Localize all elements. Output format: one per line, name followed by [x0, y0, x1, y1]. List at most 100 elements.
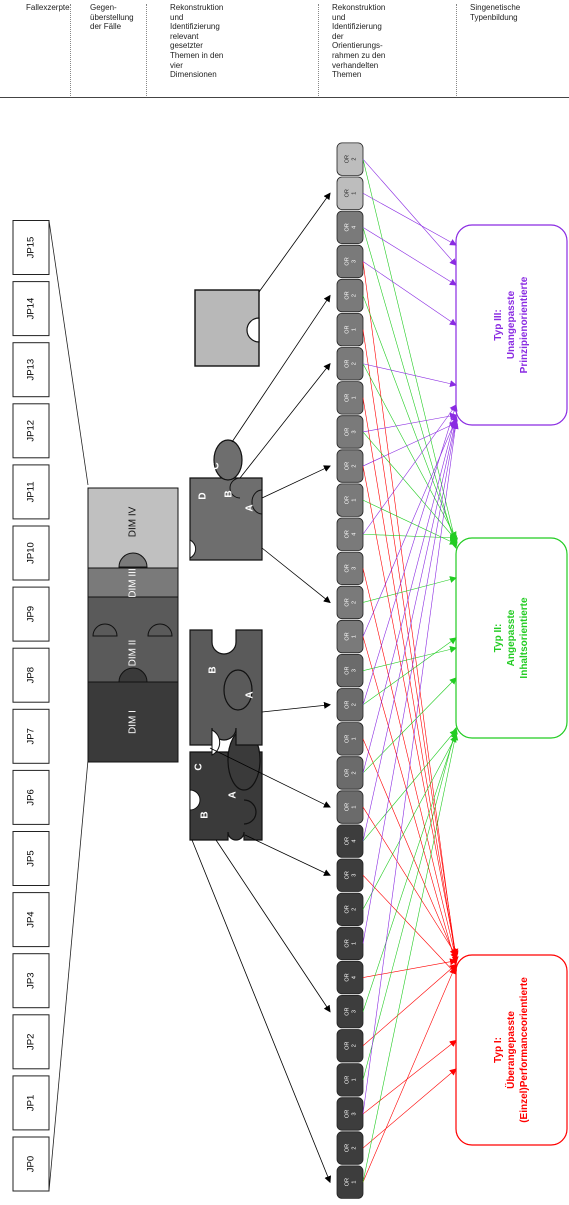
or-number: 2	[351, 158, 357, 161]
connector-arrow	[362, 646, 457, 671]
header-typenbildung: Singenetische Typenbildung	[470, 3, 521, 22]
connector-arrow	[362, 576, 457, 603]
puzzle-letter: A	[245, 504, 256, 511]
puzzle-letter: B	[200, 811, 211, 818]
puzzle-letter: B	[208, 666, 219, 673]
case-label: JP5	[26, 850, 37, 866]
or-number: 2	[351, 1044, 357, 1047]
connector-arrow	[362, 431, 457, 541]
dimension-label: DIM III	[128, 568, 139, 597]
or-number: 1	[351, 1078, 357, 1081]
or-number: 1	[351, 806, 357, 809]
or-prefix: OR	[344, 530, 350, 538]
or-number: 3	[351, 669, 357, 672]
type-1-box: Typ I:Überangepasste(Einzel)Performanceo…	[455, 954, 568, 1146]
connector-arrow	[261, 465, 331, 499]
or-number: 1	[351, 499, 357, 502]
puzzle-letter: A	[245, 691, 256, 698]
connector-arrow	[362, 963, 457, 1046]
case-box-jp5: JP5	[12, 831, 50, 886]
type-label-line: Typ I:	[493, 1037, 504, 1063]
case-box-jp4: JP4	[12, 892, 50, 948]
or-number: 2	[351, 601, 357, 604]
connector-arrow	[191, 839, 332, 1184]
or-number: 1	[351, 942, 357, 945]
or-number: 3	[351, 1010, 357, 1013]
case-label: JP12	[26, 420, 37, 442]
case-label: JP4	[26, 911, 37, 927]
connector-arrow	[362, 414, 458, 774]
or-number: 2	[351, 465, 357, 468]
or-number: 1	[351, 635, 357, 638]
connector-arrow	[362, 363, 457, 388]
or-number: 2	[351, 1147, 357, 1150]
connector-arrow	[362, 192, 457, 246]
connector-arrow	[209, 747, 331, 808]
case-label: JP1	[26, 1095, 37, 1111]
case-box-jp10: JP10	[12, 525, 50, 581]
connector-arrow	[362, 261, 457, 326]
or-prefix: OR	[344, 564, 350, 572]
case-label: JP13	[26, 359, 37, 381]
case-box-jp1: JP1	[12, 1075, 50, 1131]
or-prefix: OR	[344, 837, 350, 845]
header-fallexzerpte: Fallexzerpte	[26, 3, 70, 12]
connector-arrow	[362, 729, 457, 842]
connector-arrow	[261, 701, 331, 713]
case-label: JP11	[26, 481, 37, 502]
or-prefix: OR	[344, 1144, 350, 1152]
connector-arrow	[362, 499, 457, 545]
or-prefix: OR	[344, 394, 350, 402]
type-label-line: (Einzel)Performanceorientierte	[519, 977, 530, 1123]
header-themen: Rekonstruktion und Identifizierung relev…	[170, 3, 224, 80]
puzzle-letter: C	[211, 462, 222, 469]
connector-arrow	[362, 637, 457, 705]
case-box-jp6: JP6	[12, 769, 50, 825]
or-number: 4	[351, 533, 357, 536]
or-prefix: OR	[344, 803, 350, 811]
case-label: JP2	[26, 1034, 37, 1050]
case-label: JP6	[26, 789, 37, 805]
or-number: 2	[351, 908, 357, 911]
connector-arrow	[244, 834, 331, 876]
or-prefix: OR	[344, 257, 350, 265]
or-prefix: OR	[344, 291, 350, 299]
or-prefix: OR	[344, 1076, 350, 1084]
connector-arrow	[362, 404, 458, 705]
or-number: 1	[351, 328, 357, 331]
connector-arrow	[362, 465, 459, 956]
connector-arrow	[362, 963, 457, 1183]
or-number: 3	[351, 260, 357, 263]
connector-arrow	[362, 636, 458, 966]
connector-arrow	[261, 547, 331, 604]
connector-arrow	[362, 418, 457, 637]
connector-arrow	[362, 677, 457, 774]
connector-arrow	[362, 727, 458, 1080]
connector-arrow	[362, 422, 459, 1114]
or-number: 3	[351, 1112, 357, 1115]
or-prefix: OR	[344, 939, 350, 947]
type-label-line: Typ II:	[493, 624, 504, 653]
connector-arrow	[215, 839, 331, 1013]
or-number: 1	[351, 192, 357, 195]
connector-arrow	[362, 158, 457, 266]
case-box-jp8: JP8	[12, 647, 50, 703]
connector-arrow	[362, 1068, 457, 1149]
